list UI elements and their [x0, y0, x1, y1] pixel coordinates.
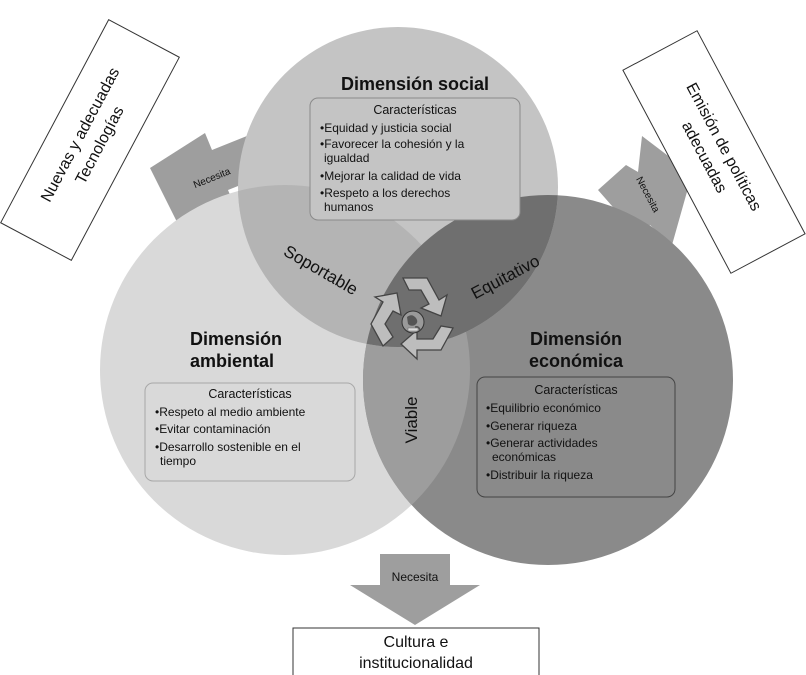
- ambiental-box-header: Características: [208, 387, 291, 401]
- economica-item: económicas: [492, 450, 556, 464]
- recycle-globe-icon: [370, 277, 455, 361]
- economica-title-line1: Dimensión: [530, 329, 622, 349]
- ambiental-characteristics-box: Características •Respeto al medio ambien…: [144, 382, 356, 482]
- ambiental-item: tiempo: [160, 454, 196, 468]
- ambiental-title-line1: Dimensión: [190, 329, 282, 349]
- ambiental-item: •Respeto al medio ambiente: [155, 405, 306, 419]
- needs-arrow-bottom-label: Necesita: [392, 570, 439, 584]
- economica-characteristics-box: Características •Equilibrio económico •G…: [476, 376, 676, 498]
- economica-box-header: Características: [534, 383, 617, 397]
- social-item: •Mejorar la calidad de vida: [320, 169, 461, 183]
- economica-item: •Generar actividades: [486, 436, 598, 450]
- overlap-label-viable: Viable: [402, 397, 421, 444]
- economica-item: •Generar riqueza: [486, 419, 577, 433]
- ambiental-item: •Evitar contaminación: [155, 422, 271, 436]
- economica-title-line2: económica: [529, 351, 624, 371]
- overlap-social-economica: [363, 195, 558, 347]
- ambiental-title-line2: ambiental: [190, 351, 274, 371]
- social-item: •Equidad y justicia social: [320, 121, 452, 135]
- outcome-box-bottom: Cultura e institucionalidad: [292, 627, 540, 675]
- outcome-bottom-line2: institucionalidad: [359, 655, 473, 672]
- social-item: •Respeto a los derechos: [320, 186, 450, 200]
- economica-item: •Distribuir la riqueza: [486, 468, 593, 482]
- social-item: humanos: [324, 200, 373, 214]
- social-item: igualdad: [324, 151, 369, 165]
- overlap-social-ambiental: [238, 185, 470, 347]
- needs-arrow-bottom: Necesita: [350, 554, 480, 625]
- social-title: Dimensión social: [341, 74, 489, 94]
- social-characteristics-box: Características •Equidad y justicia soci…: [309, 97, 521, 221]
- economica-item: •Equilibrio económico: [486, 401, 601, 415]
- needs-arrow-right: Necesita: [598, 136, 692, 245]
- outcome-bottom-line1: Cultura e: [384, 634, 449, 651]
- outcome-box-left: Nuevas y adecuadas Tecnologías: [0, 19, 180, 261]
- social-box-header: Características: [373, 103, 456, 117]
- ambiental-item: •Desarrollo sostenible en el: [155, 440, 301, 454]
- social-item: •Favorecer la cohesión y la: [320, 137, 465, 151]
